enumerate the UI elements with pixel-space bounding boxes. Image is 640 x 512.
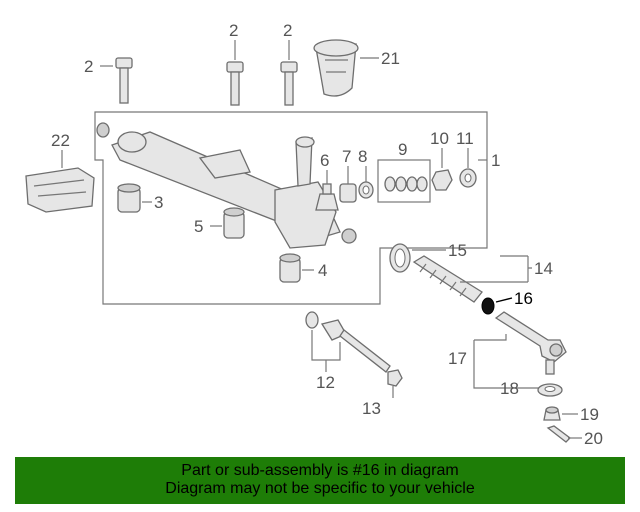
callout-12: 12: [316, 373, 335, 392]
info-banner: Part or sub-assembly is #16 in diagram D…: [15, 457, 625, 504]
callout-17: 17: [448, 349, 467, 368]
callout-4: 4: [318, 261, 327, 280]
callout-3: 3: [154, 193, 163, 212]
oring-kit-9: [378, 160, 430, 202]
callout-19: 19: [580, 405, 599, 424]
callout-2-left: 2: [84, 57, 93, 76]
callout-9: 9: [398, 140, 407, 159]
callout-21: 21: [381, 49, 400, 68]
callout-18: 18: [500, 379, 519, 398]
callout-2-middle: 2: [229, 21, 238, 40]
nut-19: [544, 407, 578, 420]
callout-5: 5: [194, 217, 203, 236]
bolt-2-right: [281, 40, 297, 105]
tie-rod-12: [306, 312, 390, 372]
bushing-3: [118, 184, 152, 212]
nut-13: [388, 370, 402, 398]
nut-10: [432, 148, 452, 190]
callout-2-right: 2: [283, 21, 292, 40]
ring-8: [359, 166, 373, 198]
callout-11: 11: [456, 129, 474, 148]
cotter-pin-20: [548, 426, 582, 442]
bolt-2-left: [100, 58, 132, 103]
callout-1: 1: [491, 151, 500, 170]
tie-rod-end-17: [474, 312, 566, 388]
bushing-5: [210, 208, 244, 238]
callout-22: 22: [51, 131, 70, 150]
callout-14: 14: [534, 259, 553, 278]
callout-6: 6: [320, 151, 329, 170]
boot-18: [538, 384, 562, 396]
callout-7: 7: [342, 147, 351, 166]
bolt-2-middle: [227, 40, 243, 105]
callout-13: 13: [362, 399, 381, 418]
seal-7: [340, 166, 356, 202]
callout-16: 16: [514, 289, 533, 308]
banner-line-1: Part or sub-assembly is #16 in diagram: [15, 462, 625, 480]
clip-16: [482, 298, 512, 314]
callout-10: 10: [430, 129, 449, 148]
banner-line-2: Diagram may not be specific to your vehi…: [15, 480, 625, 498]
callout-20: 20: [584, 429, 603, 448]
bushing-4: [280, 254, 314, 282]
cover-21: [314, 40, 379, 96]
shield-22: [26, 150, 94, 212]
ring-11: [460, 148, 476, 187]
parts-diagram: 1 2 2 2 21 22: [0, 0, 640, 455]
callout-8: 8: [358, 147, 367, 166]
callout-15: 15: [448, 241, 467, 260]
